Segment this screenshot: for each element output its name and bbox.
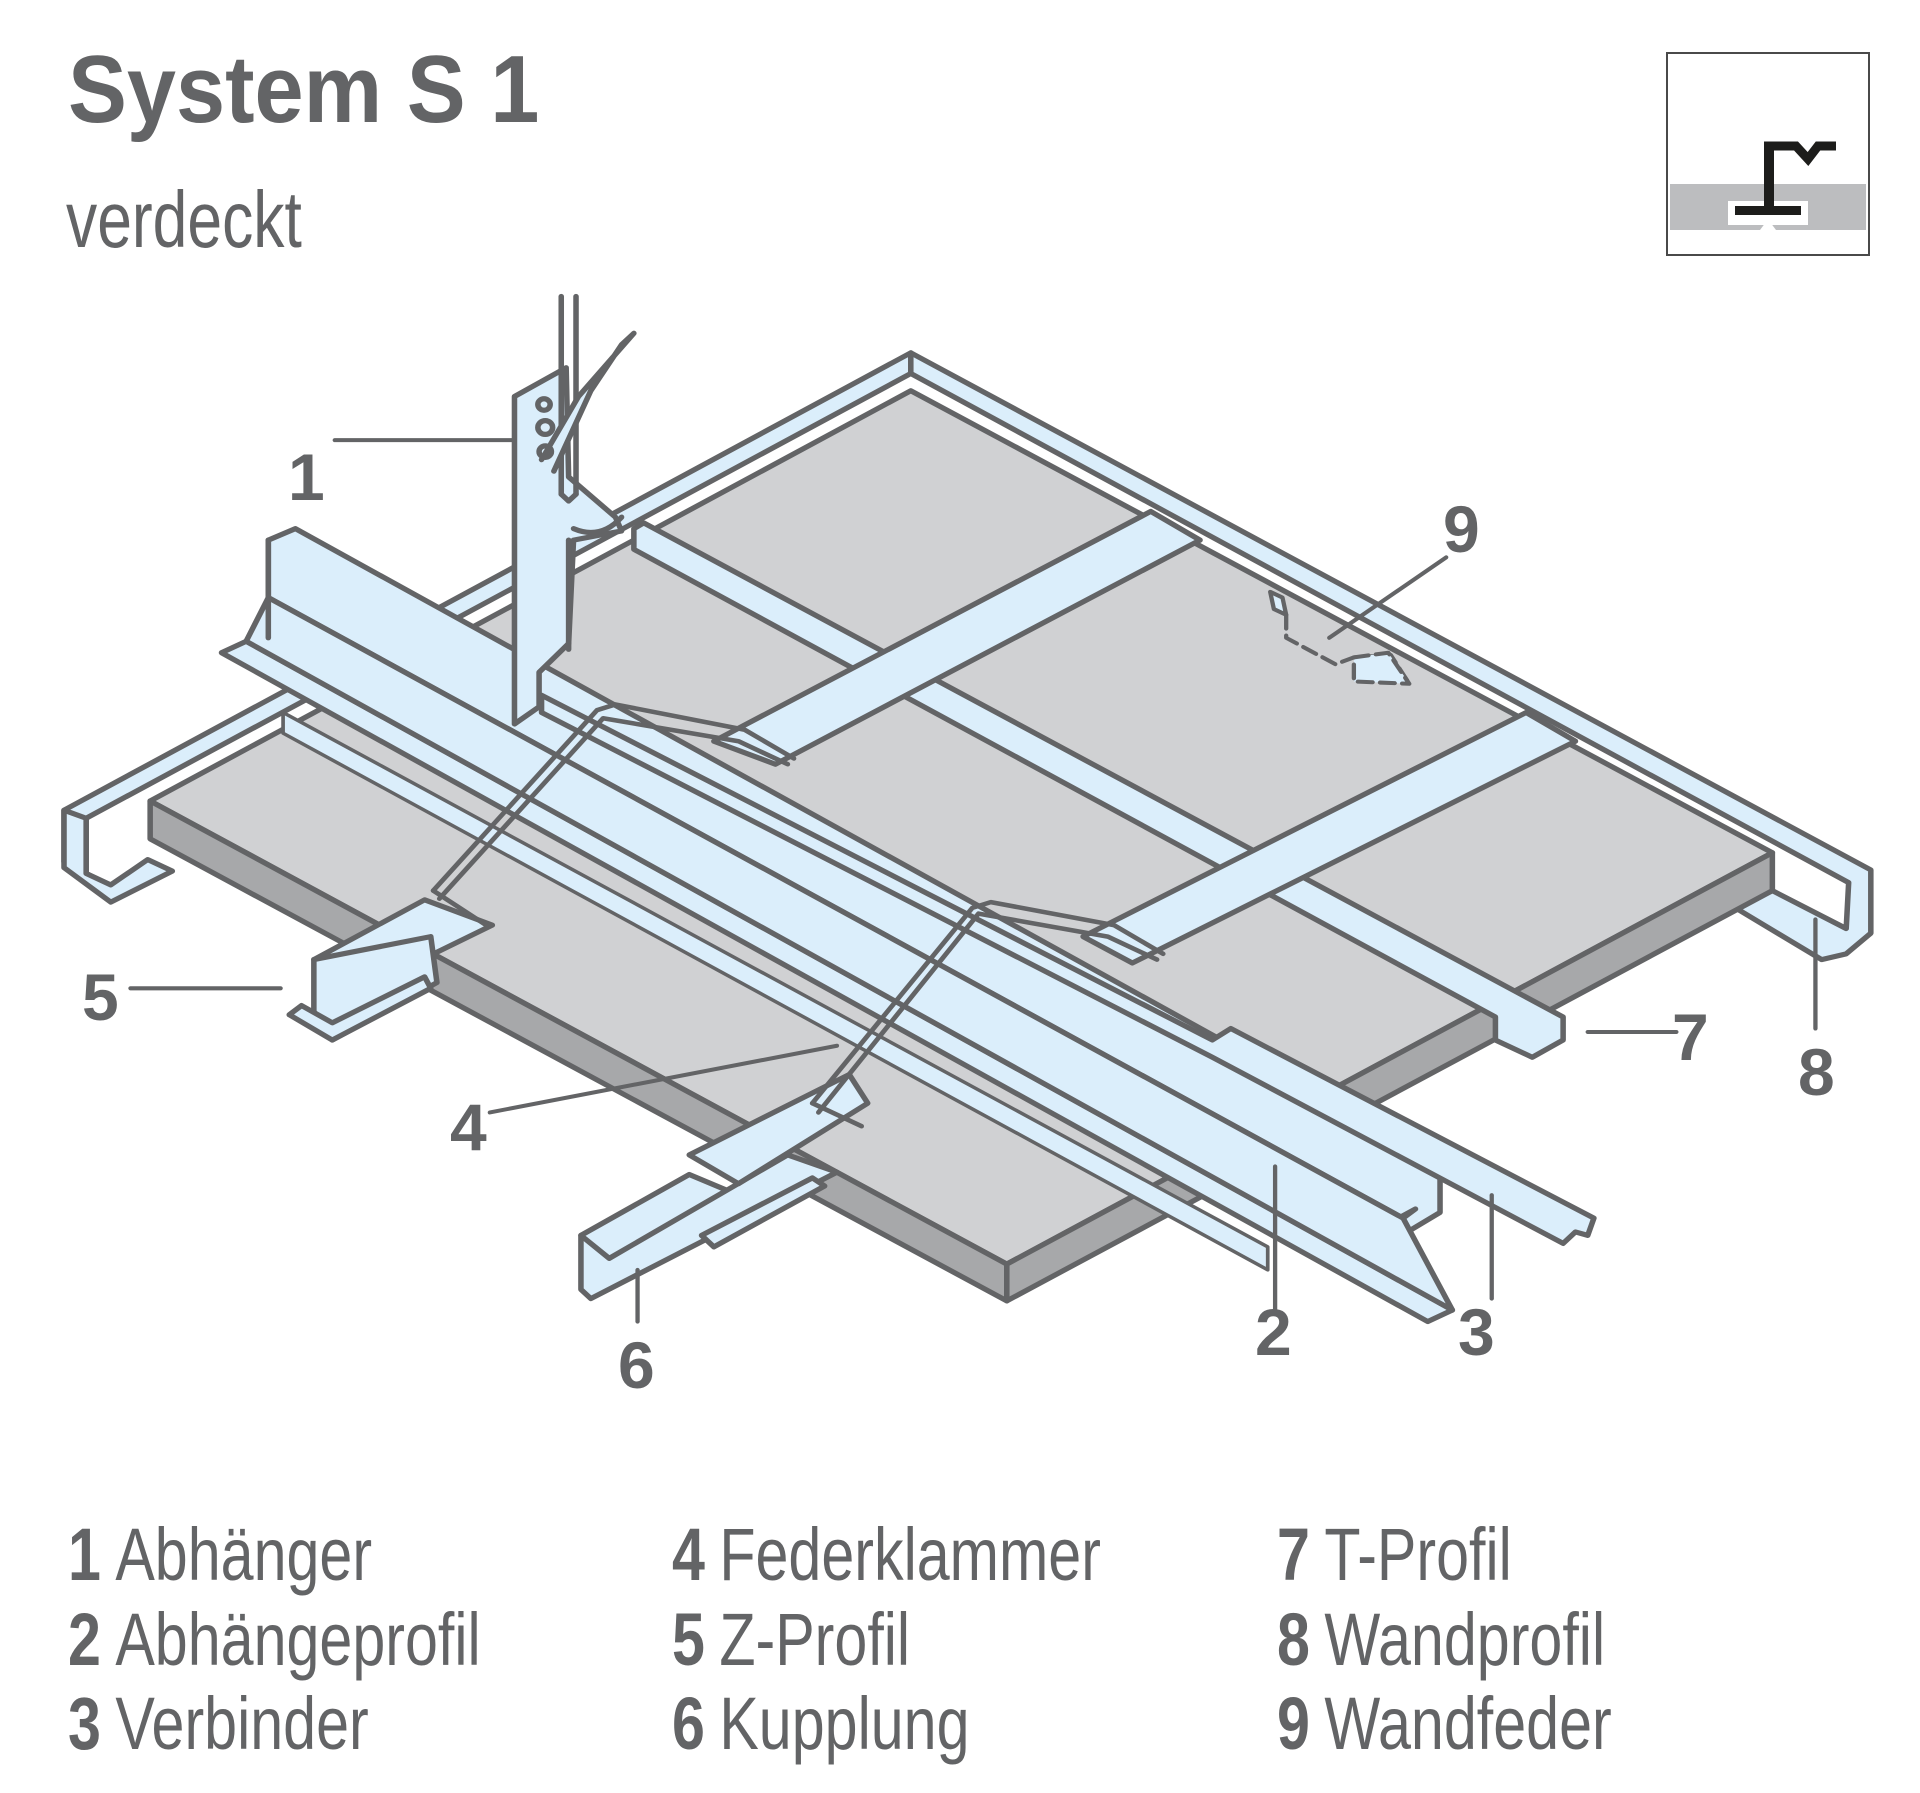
badge-t-web [1764,142,1774,208]
callout-2: 2 [1255,1295,1292,1369]
system-section-badge [1666,52,1870,256]
callout-6: 6 [618,1328,655,1402]
spring-clips [430,702,1166,1129]
callout-5: 5 [82,960,119,1034]
wall-spring-9 [1268,589,1412,686]
hanger-1 [511,293,637,727]
z-profile-3 [286,897,496,1043]
leader-9 [1327,555,1449,640]
ceiling-section-icon [1670,141,1866,230]
callout-3: 3 [1458,1295,1495,1369]
leader-lines [128,438,1818,1324]
coupling-profile-6 [578,1071,871,1302]
callout-1: 1 [288,440,325,514]
t-profile-1 [631,520,1566,1060]
callout-4: 4 [450,1090,487,1164]
badge-t-flange [1735,206,1801,215]
callout-7: 7 [1672,1000,1709,1074]
page-title: System S 1 [68,36,540,143]
callout-9: 9 [1443,492,1480,566]
t-profile-2 [281,710,1270,1272]
connector-3 [538,692,1597,1247]
leader-4 [487,1043,840,1115]
badge-clip-profile [1764,141,1836,166]
z-profile-1 [711,508,1203,767]
page-subtitle: verdeckt [66,175,302,264]
ceiling-panels [147,388,1776,1304]
z-profile-2 [1080,709,1579,966]
callout-8: 8 [1798,1035,1835,1109]
